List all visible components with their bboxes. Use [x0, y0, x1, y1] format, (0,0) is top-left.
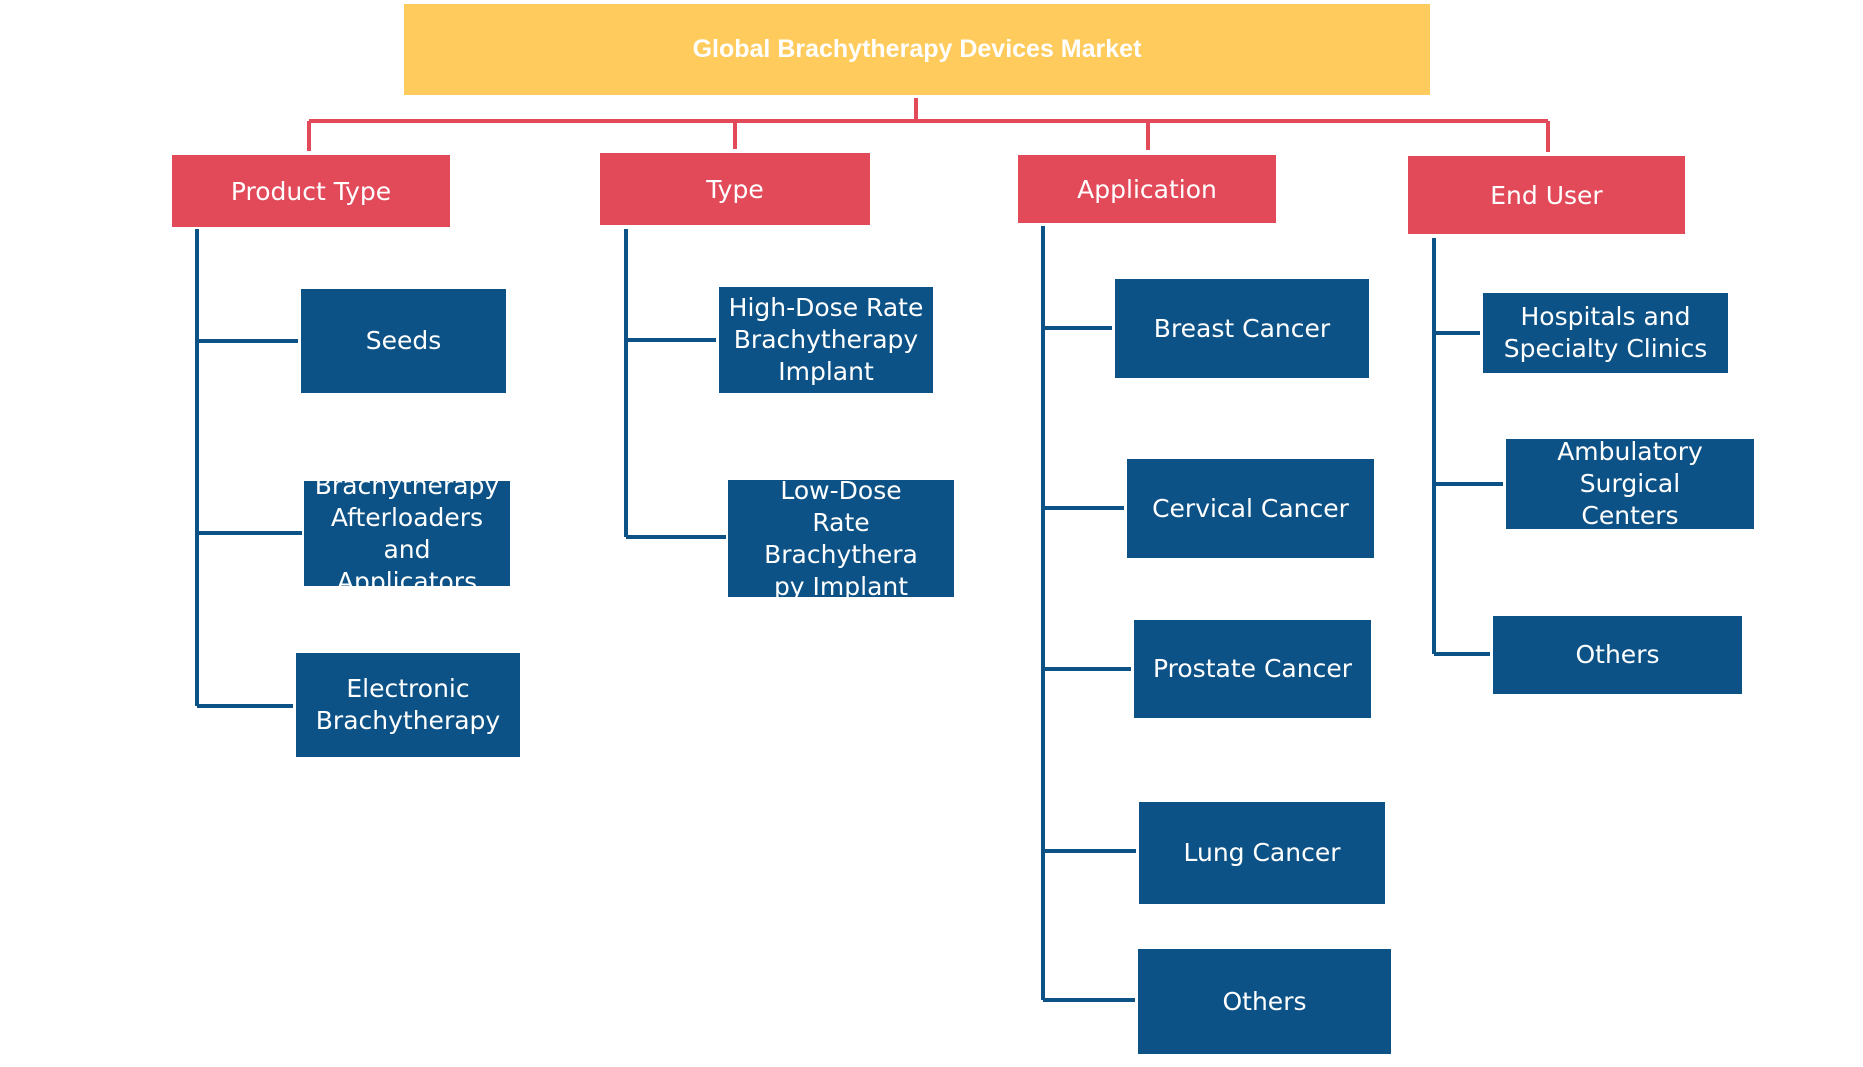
category-type: Type	[600, 153, 870, 225]
leaf-ambulatory-surgical-centers: Ambulatory Surgical Centers	[1506, 437, 1754, 530]
leaf-cervical-cancer: Cervical Cancer	[1127, 459, 1374, 558]
root-node: Global Brachytherapy Devices Market	[404, 4, 1430, 95]
leaf-lung-cancer: Lung Cancer	[1139, 802, 1385, 904]
leaf-prostate-cancer: Prostate Cancer	[1134, 620, 1371, 718]
leaf-hospitals-clinics: Hospitals and Specialty Clinics	[1483, 293, 1728, 373]
leaf-afterloaders-applicators: Brachytherapy Afterloaders and Applicato…	[304, 471, 510, 596]
leaf-end-user-others: Others	[1493, 616, 1742, 694]
application-tree-lines	[1041, 226, 1136, 1002]
leaf-low-dose-rate: Low-Dose Rate Brachythera py Implant	[728, 476, 954, 601]
leaf-seeds: Seeds	[301, 289, 506, 393]
leaf-application-others: Others	[1138, 949, 1391, 1054]
type-tree-lines	[624, 229, 726, 539]
root-connector	[307, 98, 1550, 152]
leaf-electronic-brachytherapy: Electronic Brachytherapy	[296, 653, 520, 757]
product-type-tree-lines	[195, 229, 302, 708]
category-product-type: Product Type	[172, 155, 450, 227]
leaf-breast-cancer: Breast Cancer	[1115, 279, 1369, 378]
category-end-user: End User	[1408, 156, 1685, 234]
leaf-high-dose-rate: High-Dose Rate Brachytherapy Implant	[719, 287, 933, 393]
end-user-tree-lines	[1432, 238, 1503, 656]
category-application: Application	[1018, 155, 1276, 223]
